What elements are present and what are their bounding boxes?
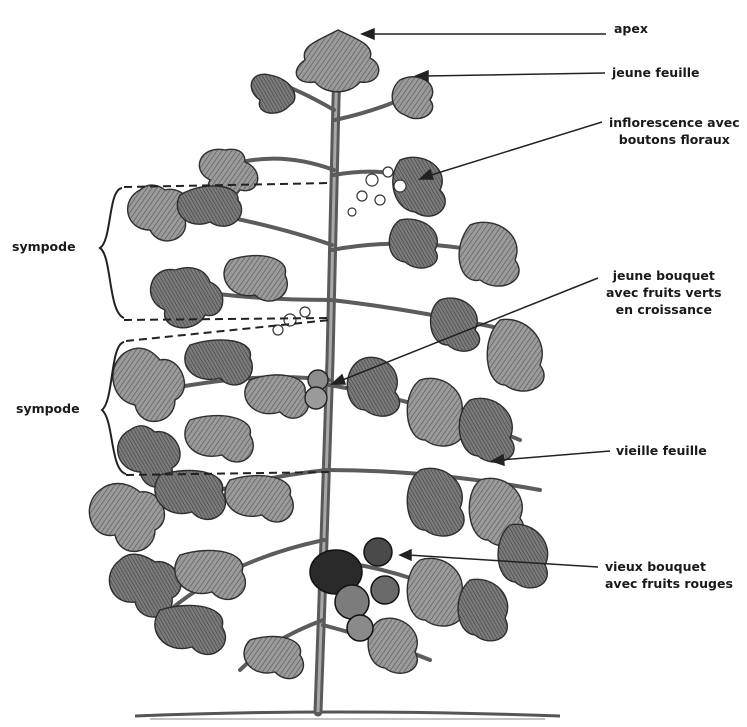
label-sympode-2: sympode [16,400,80,417]
label-jeune-bouquet-line3: en croissance [606,301,722,318]
label-jeune-bouquet-line2: avec fruits verts [606,284,722,301]
label-jeune-bouquet-line1: jeune bouquet [606,267,722,284]
label-vieille-feuille-text: vieille feuille [616,442,707,459]
label-inflorescence: inflorescence avec boutons floraux [609,114,740,148]
label-sympode-2-text: sympode [16,400,80,417]
label-vieux-bouquet-line2: avec fruits rouges [605,575,733,592]
label-apex: apex [614,20,648,37]
label-inflorescence-line2: boutons floraux [609,131,740,148]
label-vieille-feuille: vieille feuille [616,442,707,459]
ground-line [135,712,560,719]
flower-buds [273,167,406,335]
label-sympode-1: sympode [12,238,76,255]
label-sympode-1-text: sympode [12,238,76,255]
label-inflorescence-line1: inflorescence avec [609,114,740,131]
label-vieux-bouquet: vieux bouquet avec fruits rouges [605,558,733,592]
label-vieux-bouquet-line1: vieux bouquet [605,558,733,575]
label-apex-text: apex [614,20,648,37]
label-jeune-feuille-text: jeune feuille [612,64,700,81]
label-jeune-bouquet: jeune bouquet avec fruits verts en crois… [606,267,722,318]
label-jeune-feuille: jeune feuille [612,64,700,81]
